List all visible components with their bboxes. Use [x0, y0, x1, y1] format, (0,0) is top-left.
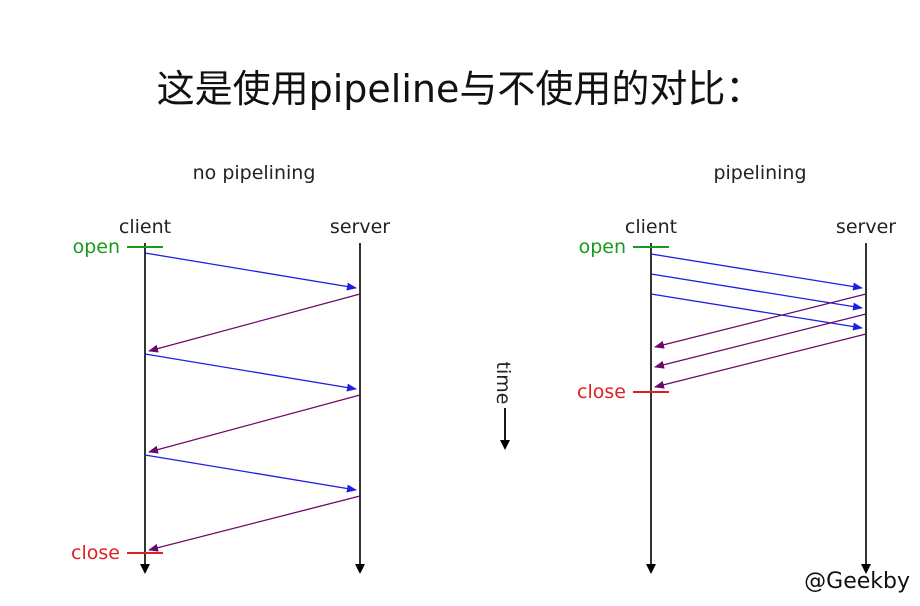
time-arrowhead: [500, 440, 510, 450]
server-label: server: [330, 216, 390, 238]
request-arrow: [144, 454, 357, 493]
request-arrow: [650, 273, 863, 311]
server-timeline-arrowhead: [861, 564, 871, 574]
response-arrow: [148, 394, 361, 454]
client-label: client: [625, 216, 677, 238]
response-arrow: [654, 313, 867, 369]
request-arrow: [144, 252, 357, 291]
response-arrow: [654, 333, 867, 389]
request-arrow: [650, 293, 863, 331]
response-arrow: [654, 293, 867, 349]
request-arrow: [144, 353, 357, 392]
response-arrow: [148, 495, 361, 552]
time-indicator: time: [492, 362, 514, 450]
client-timeline-arrowhead: [140, 564, 150, 574]
panel-title-no-pipelining: no pipelining: [193, 162, 316, 184]
slide-title: 这是使用pipeline与不使用的对比：: [156, 67, 764, 111]
time-label: time: [492, 362, 514, 405]
watermark: @Geekby: [804, 569, 910, 594]
response-arrow: [148, 293, 361, 353]
close-label: close: [577, 381, 626, 403]
server-label: server: [836, 216, 896, 238]
client-timeline-arrowhead: [646, 564, 656, 574]
request-arrow: [650, 253, 863, 291]
open-label: open: [579, 236, 626, 258]
close-label: close: [71, 542, 120, 564]
client-label: client: [119, 216, 171, 238]
open-label: open: [73, 236, 120, 258]
no-pipelining-panel: no pipelining client server open close: [71, 162, 390, 574]
server-timeline-arrowhead: [355, 564, 365, 574]
panel-title-pipelining: pipelining: [713, 162, 806, 184]
pipelining-panel: pipelining client server open close: [577, 162, 896, 574]
